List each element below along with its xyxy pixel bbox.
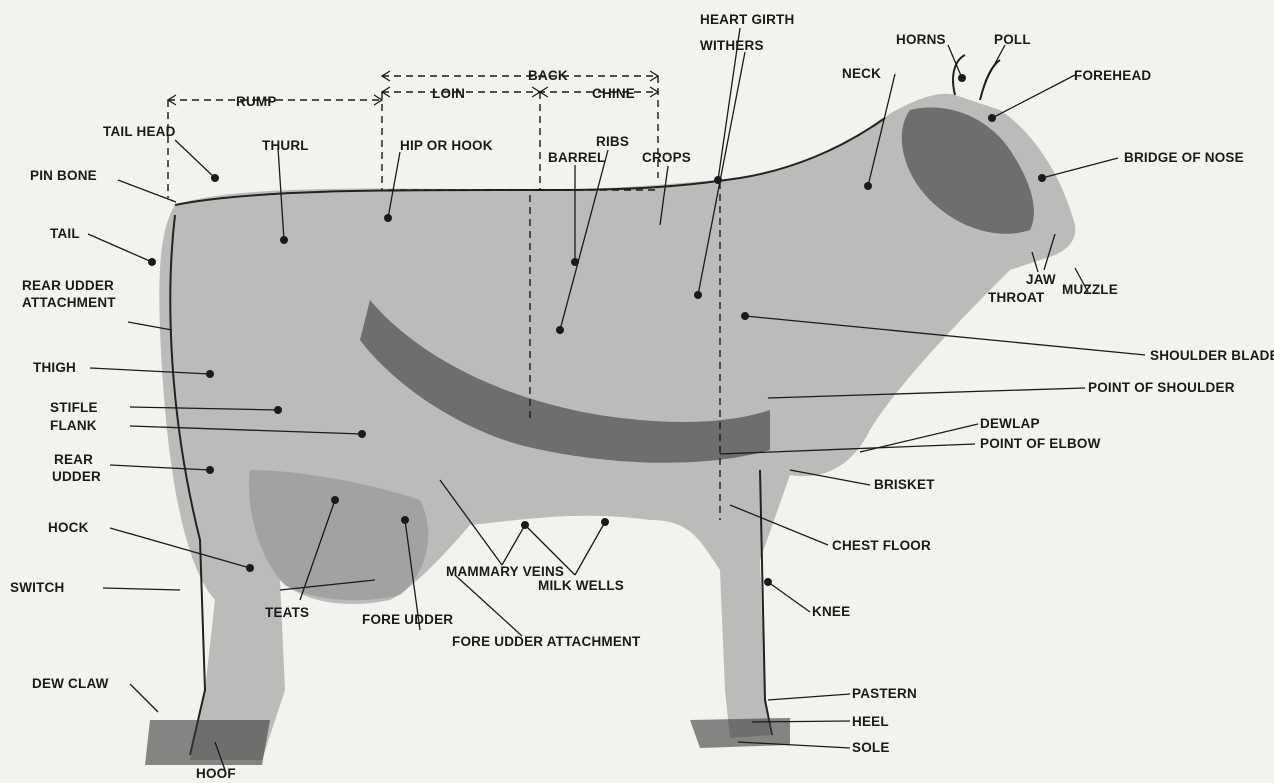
label-pastern: PASTERN	[852, 686, 917, 701]
label-tail: TAIL	[50, 226, 80, 241]
label-poll: POLL	[994, 32, 1031, 47]
label-loin: LOIN	[432, 86, 465, 101]
label-hock: HOCK	[48, 520, 89, 535]
label-forehead: FOREHEAD	[1074, 68, 1151, 83]
cow-horn-right	[980, 60, 1000, 100]
label-bridge-of-nose: BRIDGE OF NOSE	[1124, 150, 1244, 165]
label-rear-udder-1: REAR	[54, 452, 93, 467]
label-fore-udder: FORE UDDER	[362, 612, 453, 627]
label-ribs: RIBS	[596, 134, 629, 149]
label-milk-wells: MILK WELLS	[538, 578, 624, 593]
label-heart-girth: HEART GIRTH	[700, 12, 794, 27]
label-brisket: BRISKET	[874, 477, 935, 492]
label-rear-udder-2: UDDER	[52, 469, 101, 484]
label-stifle: STIFLE	[50, 400, 98, 415]
label-back: BACK	[528, 68, 568, 83]
label-sole: SOLE	[852, 740, 890, 755]
label-dewlap: DEWLAP	[980, 416, 1040, 431]
label-point-of-shoulder: POINT OF SHOULDER	[1088, 380, 1235, 395]
label-horns: HORNS	[896, 32, 946, 47]
label-rump: RUMP	[236, 94, 277, 109]
cow-illustration	[145, 55, 1075, 765]
label-dew-claw: DEW CLAW	[32, 676, 109, 691]
label-rear-udder-attachment-1: REAR UDDER	[22, 278, 114, 293]
label-chest-floor: CHEST FLOOR	[832, 538, 931, 553]
label-thurl: THURL	[262, 138, 309, 153]
label-chine: CHINE	[592, 86, 635, 101]
label-barrel: BARREL	[548, 150, 605, 165]
label-crops: CROPS	[642, 150, 691, 165]
label-throat: THROAT	[988, 290, 1045, 305]
label-pin-bone: PIN BONE	[30, 168, 97, 183]
label-mammary-veins: MAMMARY VEINS	[446, 564, 564, 579]
label-heel: HEEL	[852, 714, 889, 729]
label-point-of-elbow: POINT OF ELBOW	[980, 436, 1101, 451]
label-thigh: THIGH	[33, 360, 76, 375]
label-neck: NECK	[842, 66, 881, 81]
label-hoof: HOOF	[196, 766, 236, 781]
label-hip-or-hook: HIP OR HOOK	[400, 138, 493, 153]
label-switch: SWITCH	[10, 580, 64, 595]
label-shoulder-blade: SHOULDER BLADE	[1150, 348, 1274, 363]
label-teats: TEATS	[265, 605, 309, 620]
label-withers: WITHERS	[700, 38, 764, 53]
label-knee: KNEE	[812, 604, 850, 619]
label-flank: FLANK	[50, 418, 97, 433]
label-tail-head: TAIL HEAD	[103, 124, 176, 139]
label-rear-udder-attachment-2: ATTACHMENT	[22, 295, 116, 310]
label-muzzle: MUZZLE	[1062, 282, 1118, 297]
label-jaw: JAW	[1026, 272, 1056, 287]
label-fore-udder-attachment: FORE UDDER ATTACHMENT	[452, 634, 641, 649]
cow-rear-hoof	[145, 720, 270, 765]
